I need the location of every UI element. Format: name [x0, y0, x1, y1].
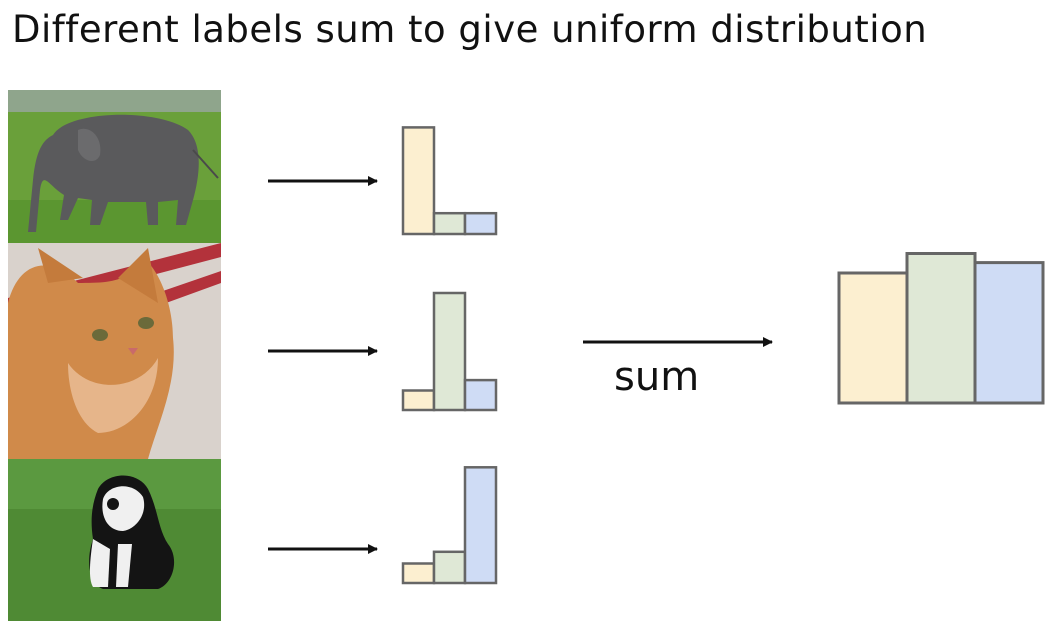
sum-label: sum — [614, 354, 700, 400]
bar-dog-class-2 — [432, 550, 467, 585]
page-title: Different labels sum to give uniform dis… — [12, 8, 928, 51]
bar-elephant-class-3 — [463, 211, 498, 236]
bar-dog-class-1 — [401, 562, 436, 585]
elephant-image — [8, 90, 221, 243]
histogram-dog — [401, 466, 498, 585]
bar-cat-class-3 — [463, 378, 498, 412]
bar-sum-class-3 — [973, 261, 1045, 405]
bar-cat-class-2 — [432, 291, 467, 412]
bar-elephant-class-1 — [401, 126, 436, 236]
cat-image — [8, 243, 221, 459]
bar-sum-class-1 — [837, 271, 909, 405]
histogram-sum — [837, 252, 1045, 405]
bar-dog-class-3 — [463, 466, 498, 585]
bar-elephant-class-2 — [432, 211, 467, 236]
histogram-cat — [401, 291, 498, 412]
dog-image — [8, 459, 221, 621]
bar-cat-class-1 — [401, 389, 436, 412]
histogram-elephant — [401, 126, 498, 236]
bar-sum-class-2 — [905, 252, 977, 405]
